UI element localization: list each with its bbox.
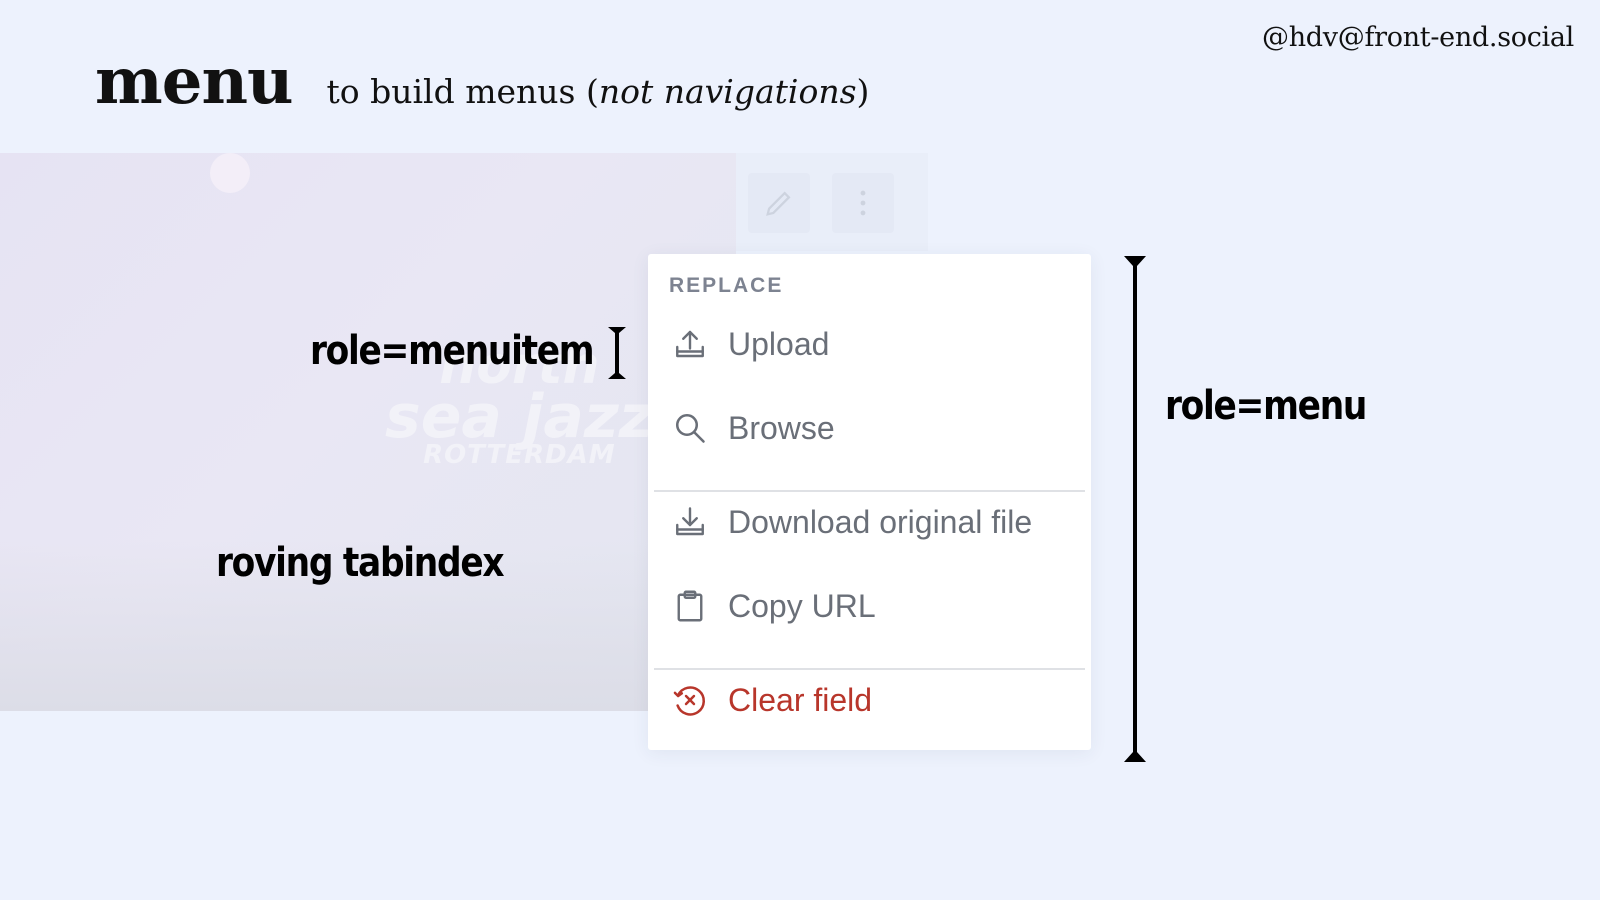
festival-logo: north sea jazz ROTTERDAM: [385, 336, 654, 470]
menu-item-download-original-file[interactable]: Download original file: [654, 484, 1085, 560]
menu-item-label: Browse: [728, 409, 835, 446]
pencil-icon: [748, 173, 810, 233]
handle: @hdv@front-end.social: [1262, 22, 1574, 53]
menu-item-label: Download original file: [728, 503, 1033, 540]
menu-item-upload[interactable]: Upload: [654, 306, 1085, 382]
annotation-menuitem: role=menuitem: [310, 328, 595, 374]
slide-title: menu to build menus (not navigations): [95, 44, 869, 119]
menuitem-bracket-icon: [608, 327, 626, 379]
background-toolbar: [736, 153, 928, 251]
logo-line-3: ROTTERDAM: [423, 439, 616, 470]
menu-item-clear-field[interactable]: Clear field: [654, 662, 1085, 738]
menu-item-label: Clear field: [728, 681, 873, 718]
annotation-roving-tabindex: roving tabindex: [216, 540, 505, 586]
menu-item-label: Copy URL: [728, 587, 876, 624]
more-vertical-icon: [832, 173, 894, 233]
background-screenshot: north sea jazz ROTTERDAM: [0, 153, 736, 711]
clear-circle-icon: [670, 680, 710, 720]
menu-item-copy-url[interactable]: Copy URL: [654, 568, 1085, 644]
menu-item-browse[interactable]: Browse: [654, 390, 1085, 466]
title-element: menu: [95, 44, 293, 119]
menu-bracket-icon: [1124, 256, 1146, 762]
clipboard-icon: [670, 586, 710, 626]
menu-divider: [654, 490, 1085, 492]
annotation-menu: role=menu: [1165, 383, 1367, 429]
context-menu: REPLACE Upload Browse Download original …: [648, 254, 1091, 750]
stage-area: [0, 541, 736, 711]
menu-divider: [654, 668, 1085, 670]
menu-heading: REPLACE: [669, 274, 784, 297]
upload-icon: [670, 324, 710, 364]
logo-line-2: sea jazz: [385, 381, 654, 452]
title-subtitle: to build menus (not navigations): [327, 72, 870, 111]
logo-line-1: north: [439, 336, 600, 396]
stage-light: [210, 153, 250, 193]
subtitle-suffix: ): [856, 72, 870, 111]
menu-item-label: Upload: [728, 325, 830, 362]
search-icon: [670, 408, 710, 448]
subtitle-prefix: to build menus (: [326, 72, 599, 111]
download-icon: [670, 502, 710, 542]
subtitle-emphasis: not navigations: [598, 72, 857, 111]
